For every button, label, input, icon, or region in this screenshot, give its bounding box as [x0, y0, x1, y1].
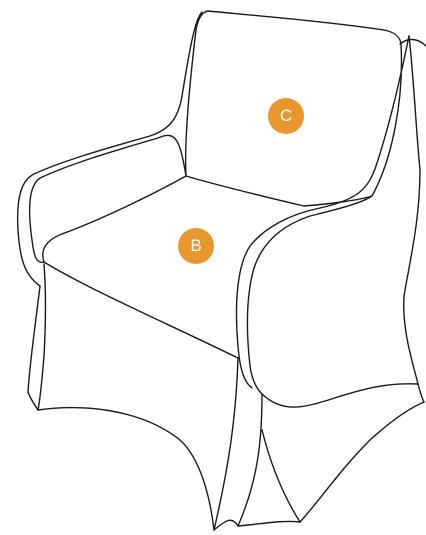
skirt-left-pleat	[37, 263, 47, 411]
skirt-front-hem	[37, 406, 215, 531]
left-arm-outer	[16, 11, 203, 287]
right-arm-top	[235, 35, 410, 389]
seat-cushion-front	[42, 175, 187, 263]
left-arm-inner	[28, 134, 187, 263]
skirt-center-hem	[213, 519, 301, 531]
seat-cushion-marker: B	[178, 228, 214, 264]
back-cushion-marker: C	[268, 98, 304, 134]
right-arm-outer	[399, 38, 426, 47]
back-cushion-outline	[184, 10, 403, 207]
skirt-center-pleat-right	[261, 429, 301, 523]
right-arm-front-panel	[403, 35, 421, 385]
skirt-left-side	[27, 285, 41, 393]
skirt-left-hem	[27, 391, 39, 411]
skirt-center-pleat-mid	[237, 393, 263, 527]
skirt-right-side	[417, 383, 425, 403]
skirt-right-hem	[299, 401, 425, 523]
right-arm-inner	[246, 195, 373, 395]
skirt-center-pleat-left	[213, 357, 239, 531]
seat-cushion-front-bottom	[43, 261, 239, 359]
back-cushion-bottom-edge	[185, 175, 305, 207]
skirt-right-pleat	[261, 383, 419, 408]
